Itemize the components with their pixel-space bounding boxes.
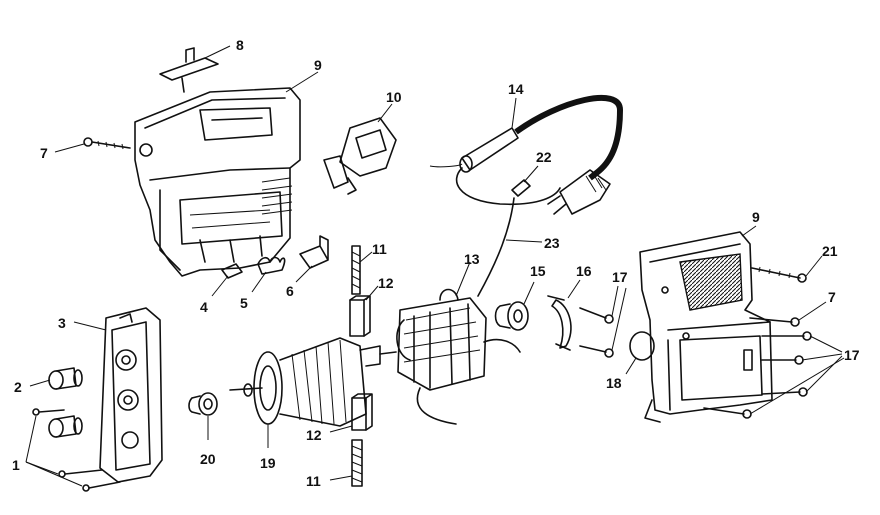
part-1-screws [25, 408, 121, 492]
callout-8: 8 [236, 37, 244, 53]
part-10-switch [323, 103, 397, 195]
callout-22: 22 [536, 149, 552, 165]
part-4-clip [211, 263, 243, 297]
callout-9-right: 9 [752, 209, 760, 225]
callout-9-left: 9 [314, 57, 322, 73]
callout-10: 10 [386, 89, 402, 105]
part-13-field [396, 261, 521, 425]
callout-12-top: 12 [378, 275, 394, 291]
callout-21: 21 [822, 243, 838, 259]
part-11-brush-spring-top [351, 245, 373, 295]
part-16-brush-holder [547, 279, 581, 351]
part-17-screws-middle [579, 285, 627, 358]
part-15-bearing [494, 281, 535, 331]
callout-20: 20 [200, 451, 216, 467]
part-14-cord [429, 94, 624, 206]
part-17-screws-right [703, 331, 845, 419]
power-plug [547, 169, 611, 215]
callout-1: 1 [12, 457, 20, 473]
callout-6: 6 [286, 283, 294, 299]
part-12-brush-top [349, 285, 379, 337]
callout-17-right: 17 [844, 347, 860, 363]
part-8-blade-clamp [159, 45, 231, 93]
callout-14: 14 [508, 81, 524, 97]
callout-labels: 8 9 10 7 14 22 23 9 21 7 11 12 4 5 6 13 … [12, 37, 860, 489]
part-9-left-housing [134, 71, 319, 277]
part-23-wire [477, 197, 543, 297]
part-21-screw [751, 255, 823, 283]
callout-11-bottom: 11 [306, 473, 321, 489]
part-3-gear-housing [73, 307, 163, 483]
part-5-spring [251, 256, 286, 293]
callout-19: 19 [260, 455, 276, 471]
part-2-bushings [29, 367, 83, 438]
part-20-bearing [188, 392, 218, 440]
callout-11-top: 11 [372, 241, 387, 257]
callout-5: 5 [240, 295, 248, 311]
callout-17-middle: 17 [612, 269, 628, 285]
part-18-washer [625, 331, 655, 375]
callout-3: 3 [58, 315, 66, 331]
part-7-screw-right [749, 301, 827, 327]
callout-4: 4 [200, 299, 208, 315]
callout-13: 13 [464, 251, 480, 267]
part-6-bracket [295, 235, 329, 283]
callout-18: 18 [606, 375, 622, 391]
callout-2: 2 [14, 379, 22, 395]
part-7-screw-left [54, 137, 131, 153]
part-12-brush-bottom [329, 393, 373, 433]
callout-15: 15 [530, 263, 546, 279]
callout-16: 16 [576, 263, 592, 279]
callout-7-left: 7 [40, 145, 48, 161]
callout-23: 23 [544, 235, 560, 251]
callout-12-bottom: 12 [306, 427, 322, 443]
callout-7-right: 7 [828, 289, 836, 305]
part-19-armature [229, 337, 397, 448]
part-9-right-housing [639, 225, 773, 423]
part-11-brush-spring-bottom [329, 439, 363, 487]
part-22-connector [511, 165, 539, 197]
